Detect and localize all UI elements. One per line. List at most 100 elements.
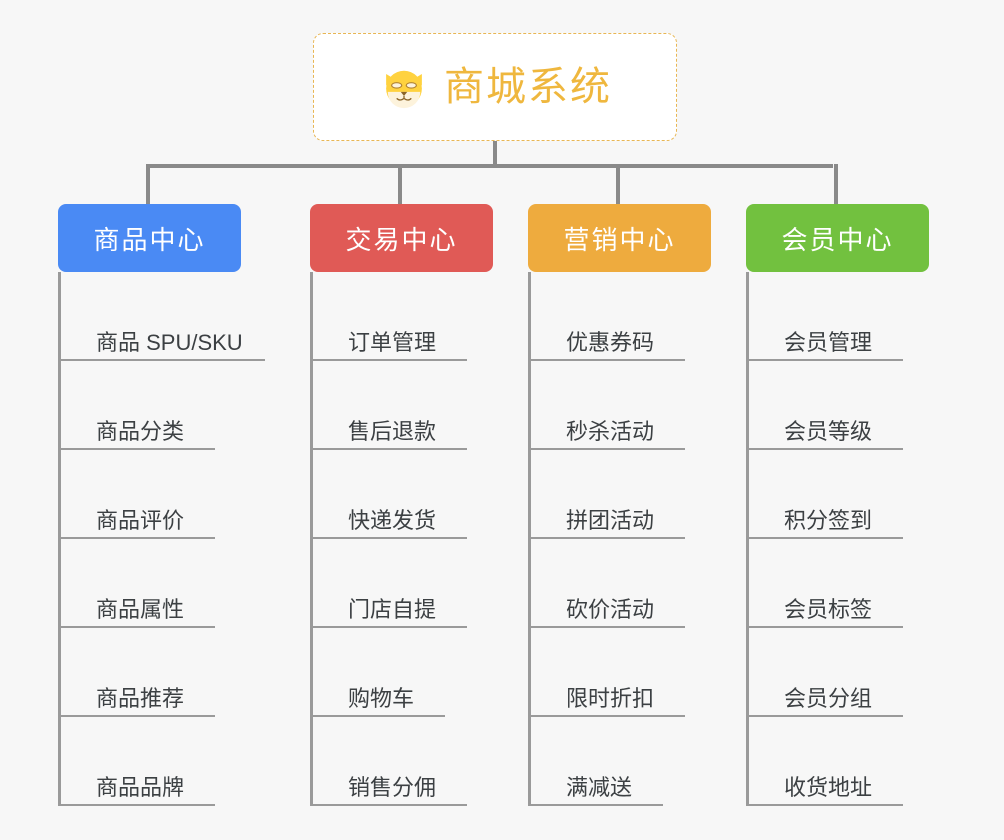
branch-items-4: 会员管理会员等级积分签到会员标签会员分组收货地址 (746, 272, 929, 806)
branch-header-2[interactable]: 交易中心 (310, 204, 493, 272)
leaf-underline (746, 626, 903, 628)
leaf-label: 购物车 (348, 685, 415, 711)
branch-column-2: 交易中心订单管理售后退款快递发货门店自提购物车销售分佣 (310, 204, 493, 806)
leaf-underline (58, 626, 215, 628)
leaf-item[interactable]: 积分签到 (746, 450, 929, 539)
leaf-item[interactable]: 购物车 (310, 628, 493, 717)
connector-drop-1 (146, 164, 150, 204)
leaf-item[interactable]: 销售分佣 (310, 717, 493, 806)
leaf-item[interactable]: 门店自提 (310, 539, 493, 628)
leaf-item[interactable]: 售后退款 (310, 361, 493, 450)
leaf-underline (528, 804, 663, 806)
leaf-label: 积分签到 (784, 507, 873, 533)
leaf-item[interactable]: 订单管理 (310, 272, 493, 361)
branch-header-4[interactable]: 会员中心 (746, 204, 929, 272)
leaf-label: 会员等级 (784, 418, 873, 444)
branch-header-label: 商品中心 (93, 224, 206, 255)
root-title: 商城系统 (444, 65, 612, 109)
branch-items-3: 优惠券码秒杀活动拼团活动砍价活动限时折扣满减送 (528, 272, 711, 806)
connector-drop-2 (398, 164, 402, 204)
leaf-item[interactable]: 限时折扣 (528, 628, 711, 717)
leaf-underline (528, 715, 685, 717)
leaf-underline (746, 715, 903, 717)
branch-column-1: 商品中心商品 SPU/SKU 商品分类商品评价商品属性商品推荐商品品牌 (58, 204, 265, 806)
leaf-item[interactable]: 满减送 (528, 717, 711, 806)
leaf-label: 商品推荐 (96, 685, 185, 711)
branch-items-2: 订单管理售后退款快递发货门店自提购物车销售分佣 (310, 272, 493, 806)
leaf-item[interactable]: 商品分类 (58, 361, 241, 450)
root-node[interactable]: 商城系统 (313, 33, 677, 141)
leaf-item[interactable]: 拼团活动 (528, 450, 711, 539)
leaf-item[interactable]: 商品属性 (58, 539, 241, 628)
connector-drop-4 (834, 164, 838, 204)
leaf-label: 砍价活动 (566, 596, 655, 622)
branch-header-1[interactable]: 商品中心 (58, 204, 241, 272)
branch-spine-3 (528, 272, 531, 806)
leaf-label: 秒杀活动 (566, 418, 655, 444)
leaf-label: 快递发货 (348, 507, 437, 533)
leaf-label: 售后退款 (348, 418, 437, 444)
branch-header-label: 会员中心 (781, 224, 894, 255)
leaf-underline (746, 359, 903, 361)
leaf-label: 商品 SPU/SKU (96, 329, 243, 355)
leaf-underline (528, 626, 685, 628)
leaf-underline (746, 804, 903, 806)
leaf-label: 门店自提 (348, 596, 437, 622)
leaf-label: 销售分佣 (348, 774, 437, 800)
leaf-item[interactable]: 商品 SPU/SKU (58, 272, 265, 361)
connector-bus (148, 164, 833, 168)
leaf-item[interactable]: 商品推荐 (58, 628, 241, 717)
branch-items-1: 商品 SPU/SKU 商品分类商品评价商品属性商品推荐商品品牌 (58, 272, 265, 806)
leaf-underline (528, 359, 685, 361)
branch-header-label: 交易中心 (345, 224, 458, 255)
leaf-item[interactable]: 秒杀活动 (528, 361, 711, 450)
connector-stem (493, 141, 497, 168)
leaf-item[interactable]: 会员等级 (746, 361, 929, 450)
leaf-underline (58, 359, 265, 361)
shiba-dog-icon (386, 70, 422, 109)
leaf-item[interactable]: 会员分组 (746, 628, 929, 717)
connector-drop-3 (616, 164, 620, 204)
branch-header-3[interactable]: 营销中心 (528, 204, 711, 272)
leaf-item[interactable]: 会员管理 (746, 272, 929, 361)
leaf-label: 商品品牌 (96, 774, 185, 800)
leaf-label: 收货地址 (784, 774, 873, 800)
leaf-label: 订单管理 (348, 329, 437, 355)
leaf-item[interactable]: 商品评价 (58, 450, 241, 539)
leaf-underline (528, 448, 685, 450)
leaf-label: 拼团活动 (566, 507, 655, 533)
leaf-label: 商品分类 (96, 418, 185, 444)
branch-spine-1 (58, 272, 61, 806)
branch-spine-2 (310, 272, 313, 806)
leaf-label: 优惠券码 (566, 329, 655, 355)
branch-header-label: 营销中心 (563, 224, 676, 255)
leaf-label: 满减送 (566, 774, 633, 800)
leaf-underline (58, 715, 215, 717)
leaf-underline (310, 448, 467, 450)
branch-column-4: 会员中心会员管理会员等级积分签到会员标签会员分组收货地址 (746, 204, 929, 806)
leaf-underline (746, 448, 903, 450)
leaf-underline (310, 359, 467, 361)
leaf-item[interactable]: 砍价活动 (528, 539, 711, 628)
leaf-underline (58, 537, 215, 539)
branch-column-3: 营销中心优惠券码秒杀活动拼团活动砍价活动限时折扣满减送 (528, 204, 711, 806)
leaf-item[interactable]: 快递发货 (310, 450, 493, 539)
leaf-underline (746, 537, 903, 539)
leaf-underline (310, 804, 467, 806)
leaf-label: 商品属性 (96, 596, 185, 622)
leaf-item[interactable]: 商品品牌 (58, 717, 241, 806)
leaf-underline (58, 804, 215, 806)
leaf-label: 会员管理 (784, 329, 873, 355)
leaf-item[interactable]: 收货地址 (746, 717, 929, 806)
leaf-underline (310, 537, 467, 539)
leaf-label: 商品评价 (96, 507, 185, 533)
leaf-label: 限时折扣 (566, 685, 655, 711)
leaf-label: 会员分组 (784, 685, 873, 711)
leaf-underline (58, 448, 215, 450)
branch-spine-4 (746, 272, 749, 806)
leaf-underline (310, 626, 467, 628)
leaf-underline (310, 715, 445, 717)
leaf-item[interactable]: 会员标签 (746, 539, 929, 628)
leaf-item[interactable]: 优惠券码 (528, 272, 711, 361)
